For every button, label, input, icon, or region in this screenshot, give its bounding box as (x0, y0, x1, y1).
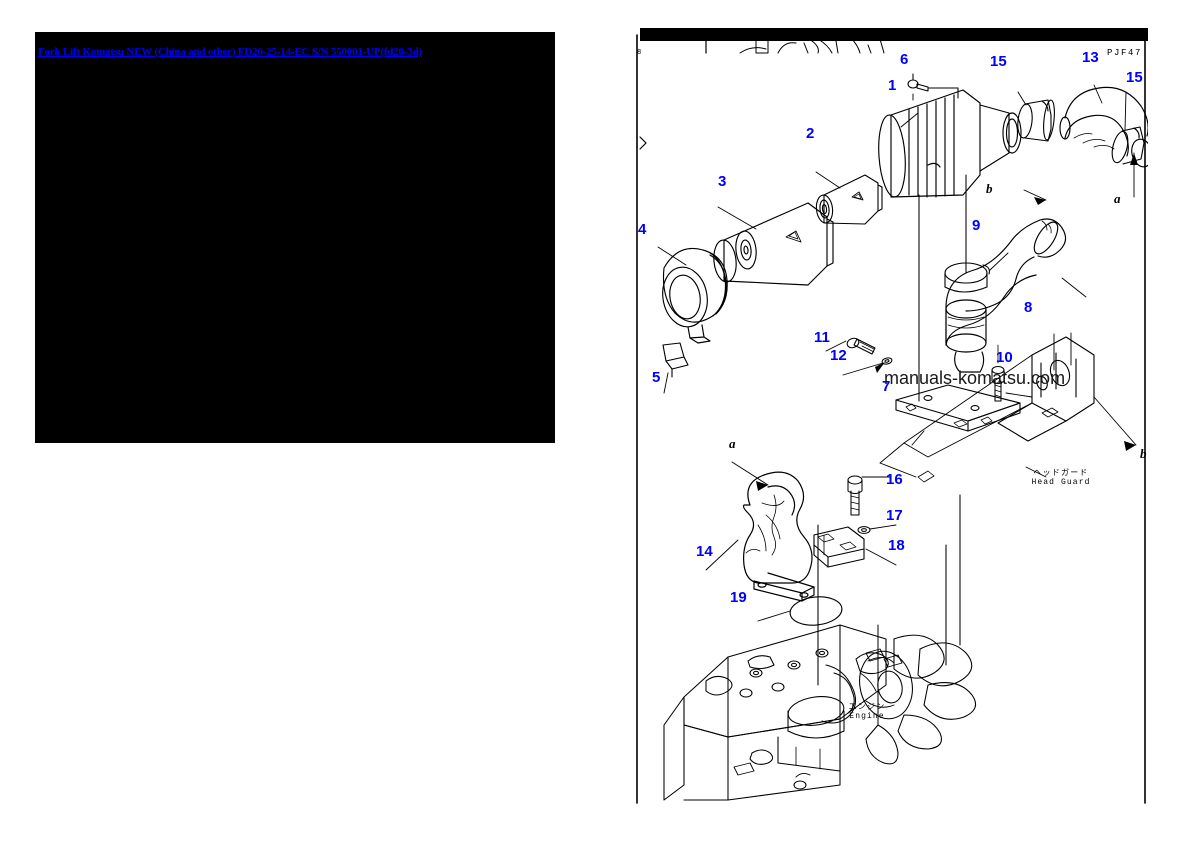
callout-4: 4 (638, 221, 647, 238)
callout-19: 19 (730, 589, 747, 606)
callout-12: 12 (830, 347, 847, 364)
edge-code: 8 (637, 49, 643, 57)
callout-10: 10 (996, 349, 1013, 366)
section-marker-b-right: b (1140, 446, 1147, 461)
callout-1: 1 (888, 77, 897, 94)
head-guard-label: ヘッドガード Head Guard (1018, 468, 1104, 488)
callout-18: 18 (888, 537, 905, 554)
callout-5: 5 (652, 369, 661, 386)
callout-14: 14 (696, 543, 713, 560)
callout-15a: 15 (990, 53, 1007, 70)
engine-label-jp: エンジン (848, 702, 886, 711)
section-marker-b-top-mid: b (986, 181, 993, 196)
head-guard-label-jp: ヘッドガード (1033, 468, 1089, 477)
parts-diagram-svg (636, 34, 1148, 804)
callout-13: 13 (1082, 49, 1099, 66)
callout-6: 6 (900, 51, 909, 68)
sheet-code: PJF47 (1107, 48, 1143, 58)
site-watermark: manuals-komatsu.com (884, 368, 1066, 388)
drawing-header-bar (640, 28, 1148, 41)
parts-diagram (628, 25, 1148, 810)
section-marker-a-top-right: a (1114, 191, 1121, 206)
callout-16: 16 (886, 471, 903, 488)
callout-3: 3 (718, 173, 727, 190)
engine-label-en: Engine (849, 712, 885, 721)
callout-2: 2 (806, 125, 815, 142)
engine-label: エンジン Engine (832, 702, 902, 722)
callout-15b: 15 (1126, 69, 1143, 86)
callout-17: 17 (886, 507, 903, 524)
head-guard-label-en: Head Guard (1031, 478, 1091, 487)
broken-image-placeholder (35, 32, 555, 443)
callout-8: 8 (1024, 299, 1033, 316)
callout-7: 7 (882, 378, 891, 395)
callout-9: 9 (972, 217, 981, 234)
section-marker-a-bottom-left: a (729, 436, 736, 451)
callout-11: 11 (814, 329, 830, 346)
parts-catalog-title-link[interactable]: Fork Lift Komatsu NEW (China and other) … (38, 46, 422, 58)
